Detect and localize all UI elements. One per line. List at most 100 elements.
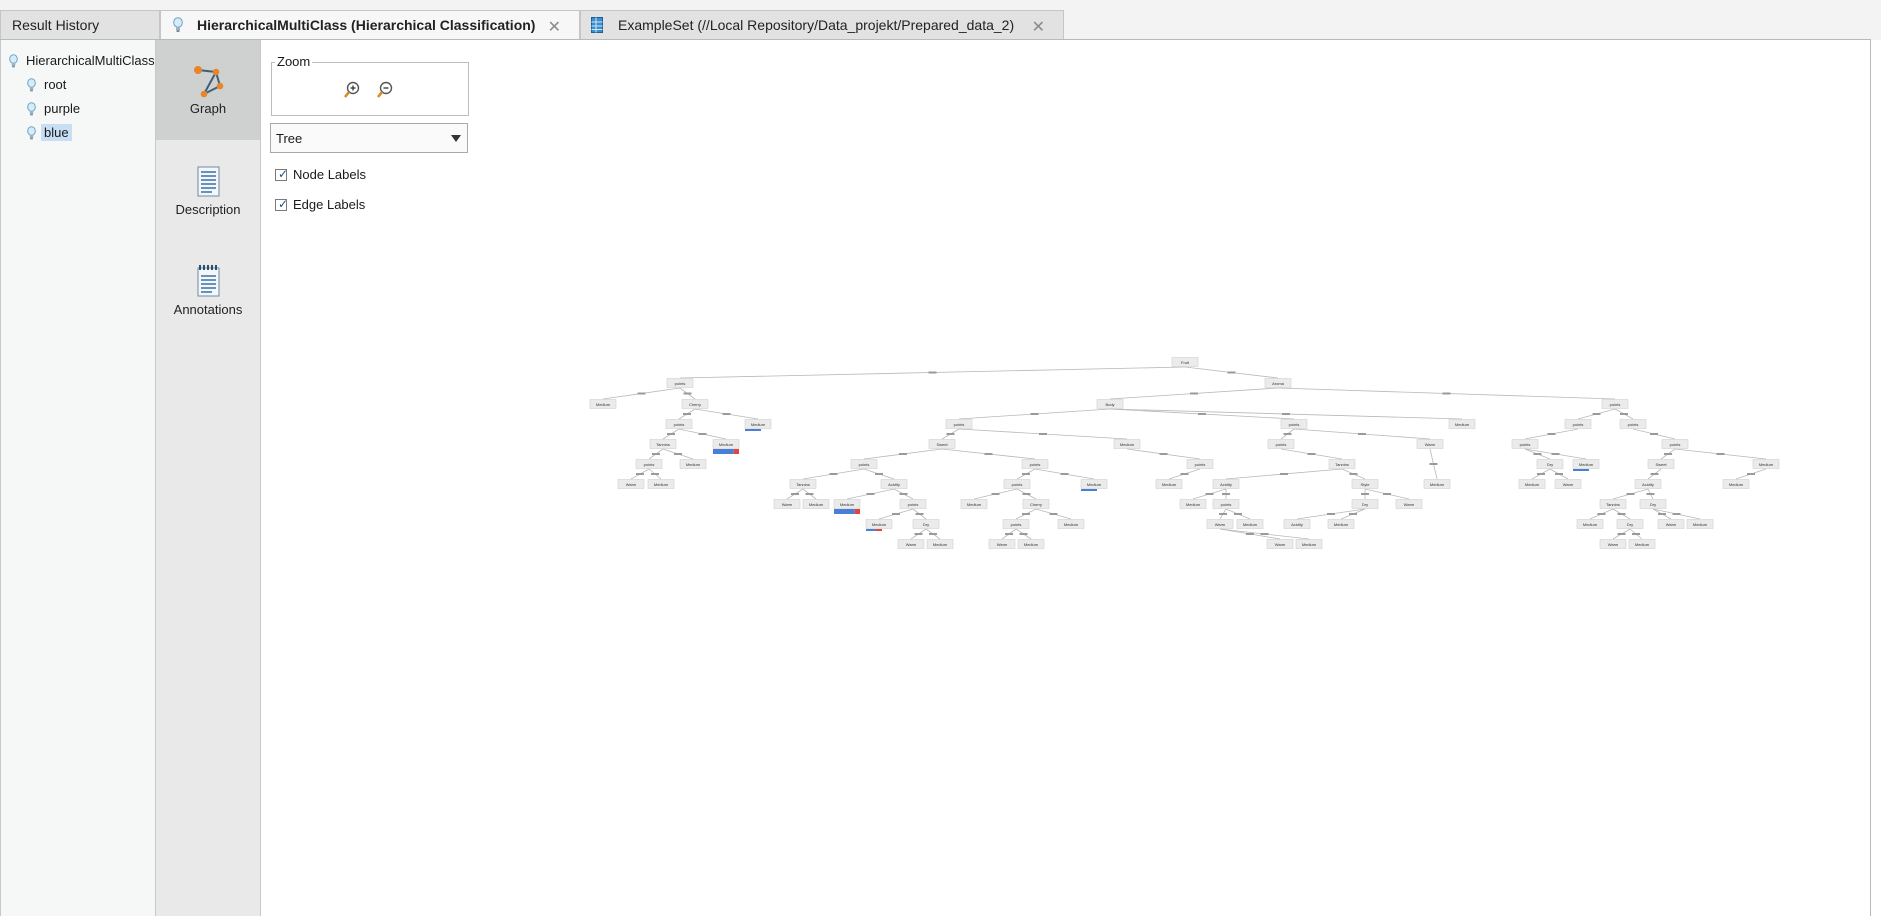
tree-node-box[interactable] — [1003, 479, 1031, 489]
view-description[interactable]: Description — [156, 140, 260, 240]
tree-node[interactable]: Sweet — [928, 439, 956, 449]
tree-node[interactable]: Fruit — [1171, 357, 1199, 367]
view-annotations[interactable]: Annotations — [156, 240, 260, 340]
tree-node-box[interactable] — [1416, 439, 1444, 449]
tree-node[interactable]: Medium — [1295, 539, 1323, 549]
tree-node-box[interactable] — [1599, 539, 1627, 549]
tree-node[interactable]: points — [1619, 419, 1647, 429]
tree-node-box[interactable] — [928, 439, 956, 449]
tree-node[interactable]: Warm — [773, 499, 801, 509]
tree-node[interactable]: Medium — [926, 539, 954, 549]
zoom-in-icon[interactable] — [342, 80, 362, 100]
tree-node[interactable]: Warm — [1416, 439, 1444, 449]
tree-node[interactable]: points — [899, 499, 927, 509]
tree-node[interactable]: points — [1212, 499, 1240, 509]
tree-node-box[interactable] — [912, 519, 940, 529]
view-graph[interactable]: Graph — [156, 40, 260, 140]
tree-node[interactable]: Warm — [1395, 499, 1423, 509]
tree-node-box[interactable] — [1283, 519, 1311, 529]
tree-node-box[interactable] — [1661, 439, 1689, 449]
tree-node[interactable]: points — [665, 419, 693, 429]
tree-node-box[interactable] — [1686, 519, 1714, 529]
tree-node-box[interactable] — [1328, 459, 1356, 469]
tree-node[interactable]: points — [1267, 439, 1295, 449]
tree-node-box[interactable] — [635, 459, 663, 469]
tree-node-box[interactable] — [1206, 519, 1234, 529]
tree-node-box[interactable] — [1212, 479, 1240, 489]
tree-node[interactable]: Acidity — [1634, 479, 1662, 489]
tree-node-box[interactable] — [1351, 479, 1379, 489]
tree-node-box[interactable] — [897, 539, 925, 549]
tree-node[interactable]: Dry — [912, 519, 940, 529]
tree-node-box[interactable] — [1423, 479, 1451, 489]
tree-item-purple[interactable]: purple — [27, 100, 83, 117]
tree-node[interactable]: Medium — [802, 499, 830, 509]
tree-node[interactable]: Aroma — [1264, 378, 1292, 388]
tab-result-history[interactable]: Result History — [0, 10, 160, 39]
tree-node-box[interactable] — [665, 419, 693, 429]
tree-node-box[interactable] — [1752, 459, 1780, 469]
tree-node[interactable]: points — [850, 459, 878, 469]
tree-node-box[interactable] — [649, 439, 677, 449]
tree-node-box[interactable] — [880, 479, 908, 489]
tree-node-box[interactable] — [1022, 499, 1050, 509]
tree-node[interactable]: Cherry — [681, 399, 709, 409]
tree-node[interactable]: Medium — [833, 499, 861, 515]
tree-node-box[interactable] — [945, 419, 973, 429]
tree-node[interactable]: Tannins — [1328, 459, 1356, 469]
tree-node-box[interactable] — [1647, 459, 1675, 469]
tree-node[interactable]: Dry — [1639, 499, 1667, 509]
tree-node[interactable]: Medium — [1722, 479, 1750, 489]
tab-hierarchical-multiclass[interactable]: HierarchicalMultiClass (Hierarchical Cla… — [160, 10, 580, 39]
tree-node[interactable]: points — [1002, 519, 1030, 529]
tree-node-box[interactable] — [1639, 499, 1667, 509]
tree-node[interactable]: Warm — [1554, 479, 1582, 489]
tree-node[interactable]: Medium — [1518, 479, 1546, 489]
tree-node[interactable]: Medium — [1327, 519, 1355, 529]
tree-node[interactable]: Medium — [1236, 519, 1264, 529]
tree-node[interactable]: Sweet — [1647, 459, 1675, 469]
tree-node[interactable]: Acidity — [1283, 519, 1311, 529]
tree-node[interactable]: Dry — [1616, 519, 1644, 529]
checkbox-box[interactable]: ✓ — [275, 167, 288, 181]
checkbox-box[interactable]: ✓ — [275, 197, 288, 211]
tree-node[interactable]: Style — [1351, 479, 1379, 489]
tree-node[interactable]: points — [1601, 399, 1629, 409]
tree-node[interactable]: Warm — [1266, 539, 1294, 549]
tree-node-box[interactable] — [1564, 419, 1592, 429]
tree-item-root[interactable]: root — [27, 76, 69, 93]
tree-node-box[interactable] — [1616, 519, 1644, 529]
tree-node[interactable]: Medium — [1179, 499, 1207, 509]
tree-item-hierarchical-multiclass[interactable]: HierarchicalMultiClass — [9, 52, 158, 69]
tree-node-box[interactable] — [1628, 539, 1656, 549]
tree-node-box[interactable] — [1554, 479, 1582, 489]
tree-node[interactable]: points — [1280, 419, 1308, 429]
tree-node-box[interactable] — [926, 539, 954, 549]
tree-node[interactable]: Medium — [1576, 519, 1604, 529]
tree-node-box[interactable] — [960, 499, 988, 509]
tree-node-box[interactable] — [1080, 479, 1108, 489]
tree-node-box[interactable] — [1267, 439, 1295, 449]
tree-node-box[interactable] — [1264, 378, 1292, 388]
tree-node-box[interactable] — [833, 499, 861, 509]
tree-node[interactable]: Dry — [1536, 459, 1564, 469]
tree-node-box[interactable] — [899, 499, 927, 509]
tree-node-box[interactable] — [1576, 519, 1604, 529]
tree-node-box[interactable] — [850, 459, 878, 469]
tree-node[interactable]: Tannins — [649, 439, 677, 449]
tree-node[interactable]: points — [635, 459, 663, 469]
tree-node[interactable]: Warm — [988, 539, 1016, 549]
tree-node[interactable]: Medium — [865, 519, 893, 532]
tree-node[interactable]: Body — [1096, 399, 1124, 409]
tree-node[interactable]: Medium — [960, 499, 988, 509]
tree-node[interactable]: Medium — [744, 419, 772, 432]
tree-node[interactable]: Acidity — [1212, 479, 1240, 489]
tree-node[interactable]: points — [1661, 439, 1689, 449]
tree-node-box[interactable] — [1518, 479, 1546, 489]
tree-node[interactable]: Medium — [1155, 479, 1183, 489]
tree-node-box[interactable] — [1448, 419, 1476, 429]
tree-node-box[interactable] — [1179, 499, 1207, 509]
edge-labels-checkbox[interactable]: ✓ Edge Labels — [275, 197, 365, 212]
tree-node-box[interactable] — [589, 399, 617, 409]
